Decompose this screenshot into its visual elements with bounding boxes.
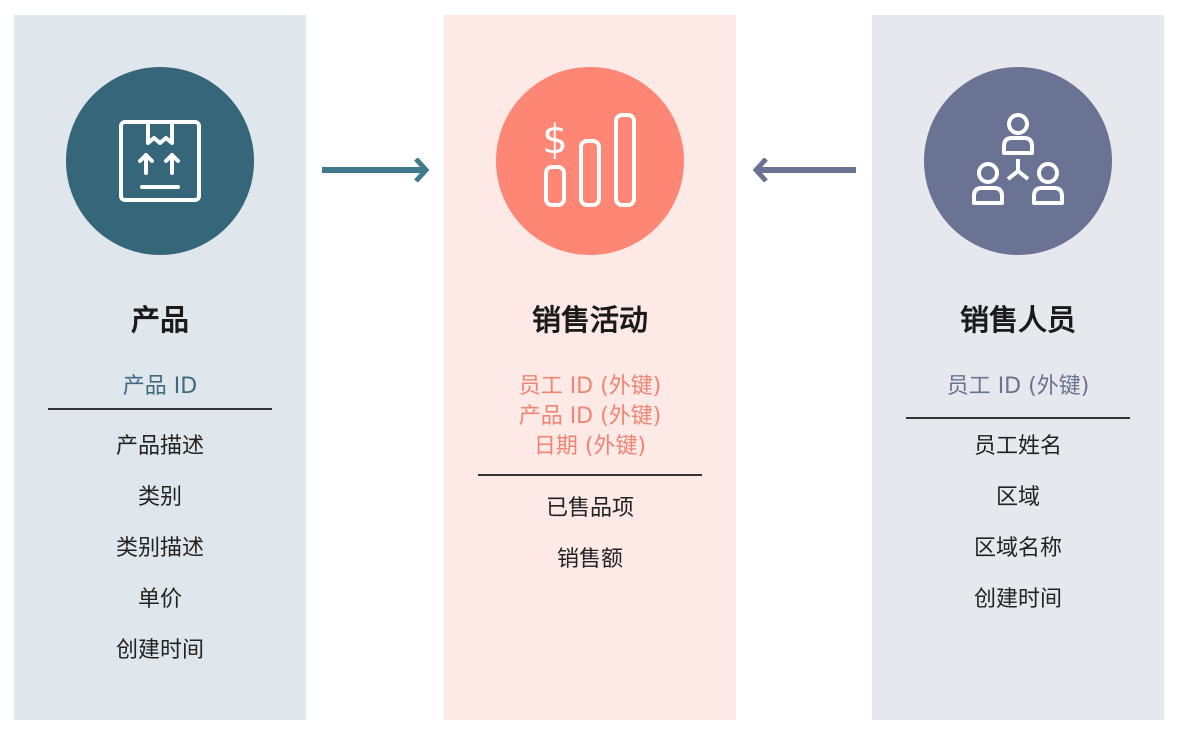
divider bbox=[906, 417, 1130, 419]
product-box-icon bbox=[119, 120, 201, 202]
arrow-left-icon bbox=[752, 158, 856, 182]
product-circle bbox=[66, 67, 254, 255]
key-list: 员工 ID (外键) 产品 ID (外键) 日期 (外键) bbox=[444, 372, 736, 462]
field-list: 已售品项 销售额 bbox=[444, 494, 736, 596]
key-field: 员工 ID (外键) bbox=[518, 374, 662, 399]
field: 创建时间 bbox=[115, 638, 204, 663]
divider bbox=[478, 474, 702, 476]
field: 单价 bbox=[137, 587, 182, 612]
field: 已售品项 bbox=[545, 496, 634, 521]
table-title: 产品 bbox=[130, 303, 189, 337]
key-field: 员工 ID (外键) bbox=[946, 374, 1090, 399]
table-title: 销售人员 bbox=[959, 303, 1076, 337]
field: 产品描述 bbox=[115, 434, 204, 459]
product-table: 产品 产品 ID 产品描述 类别 类别描述 单价 创建时间 bbox=[14, 15, 306, 720]
key-field: 日期 (外键) bbox=[533, 434, 647, 459]
field: 销售额 bbox=[556, 547, 623, 572]
table-title: 销售活动 bbox=[531, 303, 648, 337]
svg-text:$: $ bbox=[542, 117, 567, 163]
field-list: 产品描述 类别 类别描述 单价 创建时间 bbox=[14, 432, 306, 687]
arrow-right-icon bbox=[322, 158, 430, 182]
key-list: 员工 ID (外键) bbox=[872, 372, 1164, 402]
field: 类别描述 bbox=[115, 536, 204, 561]
key-field: 产品 ID (外键) bbox=[518, 404, 662, 429]
salesperson-table: 销售人员 员工 ID (外键) 员工姓名 区域 区域名称 创建时间 bbox=[872, 15, 1164, 720]
divider bbox=[48, 408, 272, 410]
org-people-icon bbox=[972, 113, 1064, 205]
field: 区域名称 bbox=[973, 536, 1062, 561]
field: 类别 bbox=[137, 485, 182, 510]
sales-activity-table: $ 销售活动 员工 ID (外键) 产品 ID (外键) 日期 (外键) 已售品… bbox=[444, 15, 736, 720]
sales-circle: $ bbox=[496, 67, 684, 255]
field: 创建时间 bbox=[973, 587, 1062, 612]
field-list: 员工姓名 区域 区域名称 创建时间 bbox=[872, 432, 1164, 636]
key-list: 产品 ID bbox=[14, 372, 306, 402]
salesperson-circle bbox=[924, 67, 1112, 255]
sales-chart-icon: $ bbox=[542, 113, 636, 207]
key-field: 产品 ID bbox=[122, 374, 198, 399]
field: 员工姓名 bbox=[973, 434, 1062, 459]
field: 区域 bbox=[995, 485, 1040, 510]
